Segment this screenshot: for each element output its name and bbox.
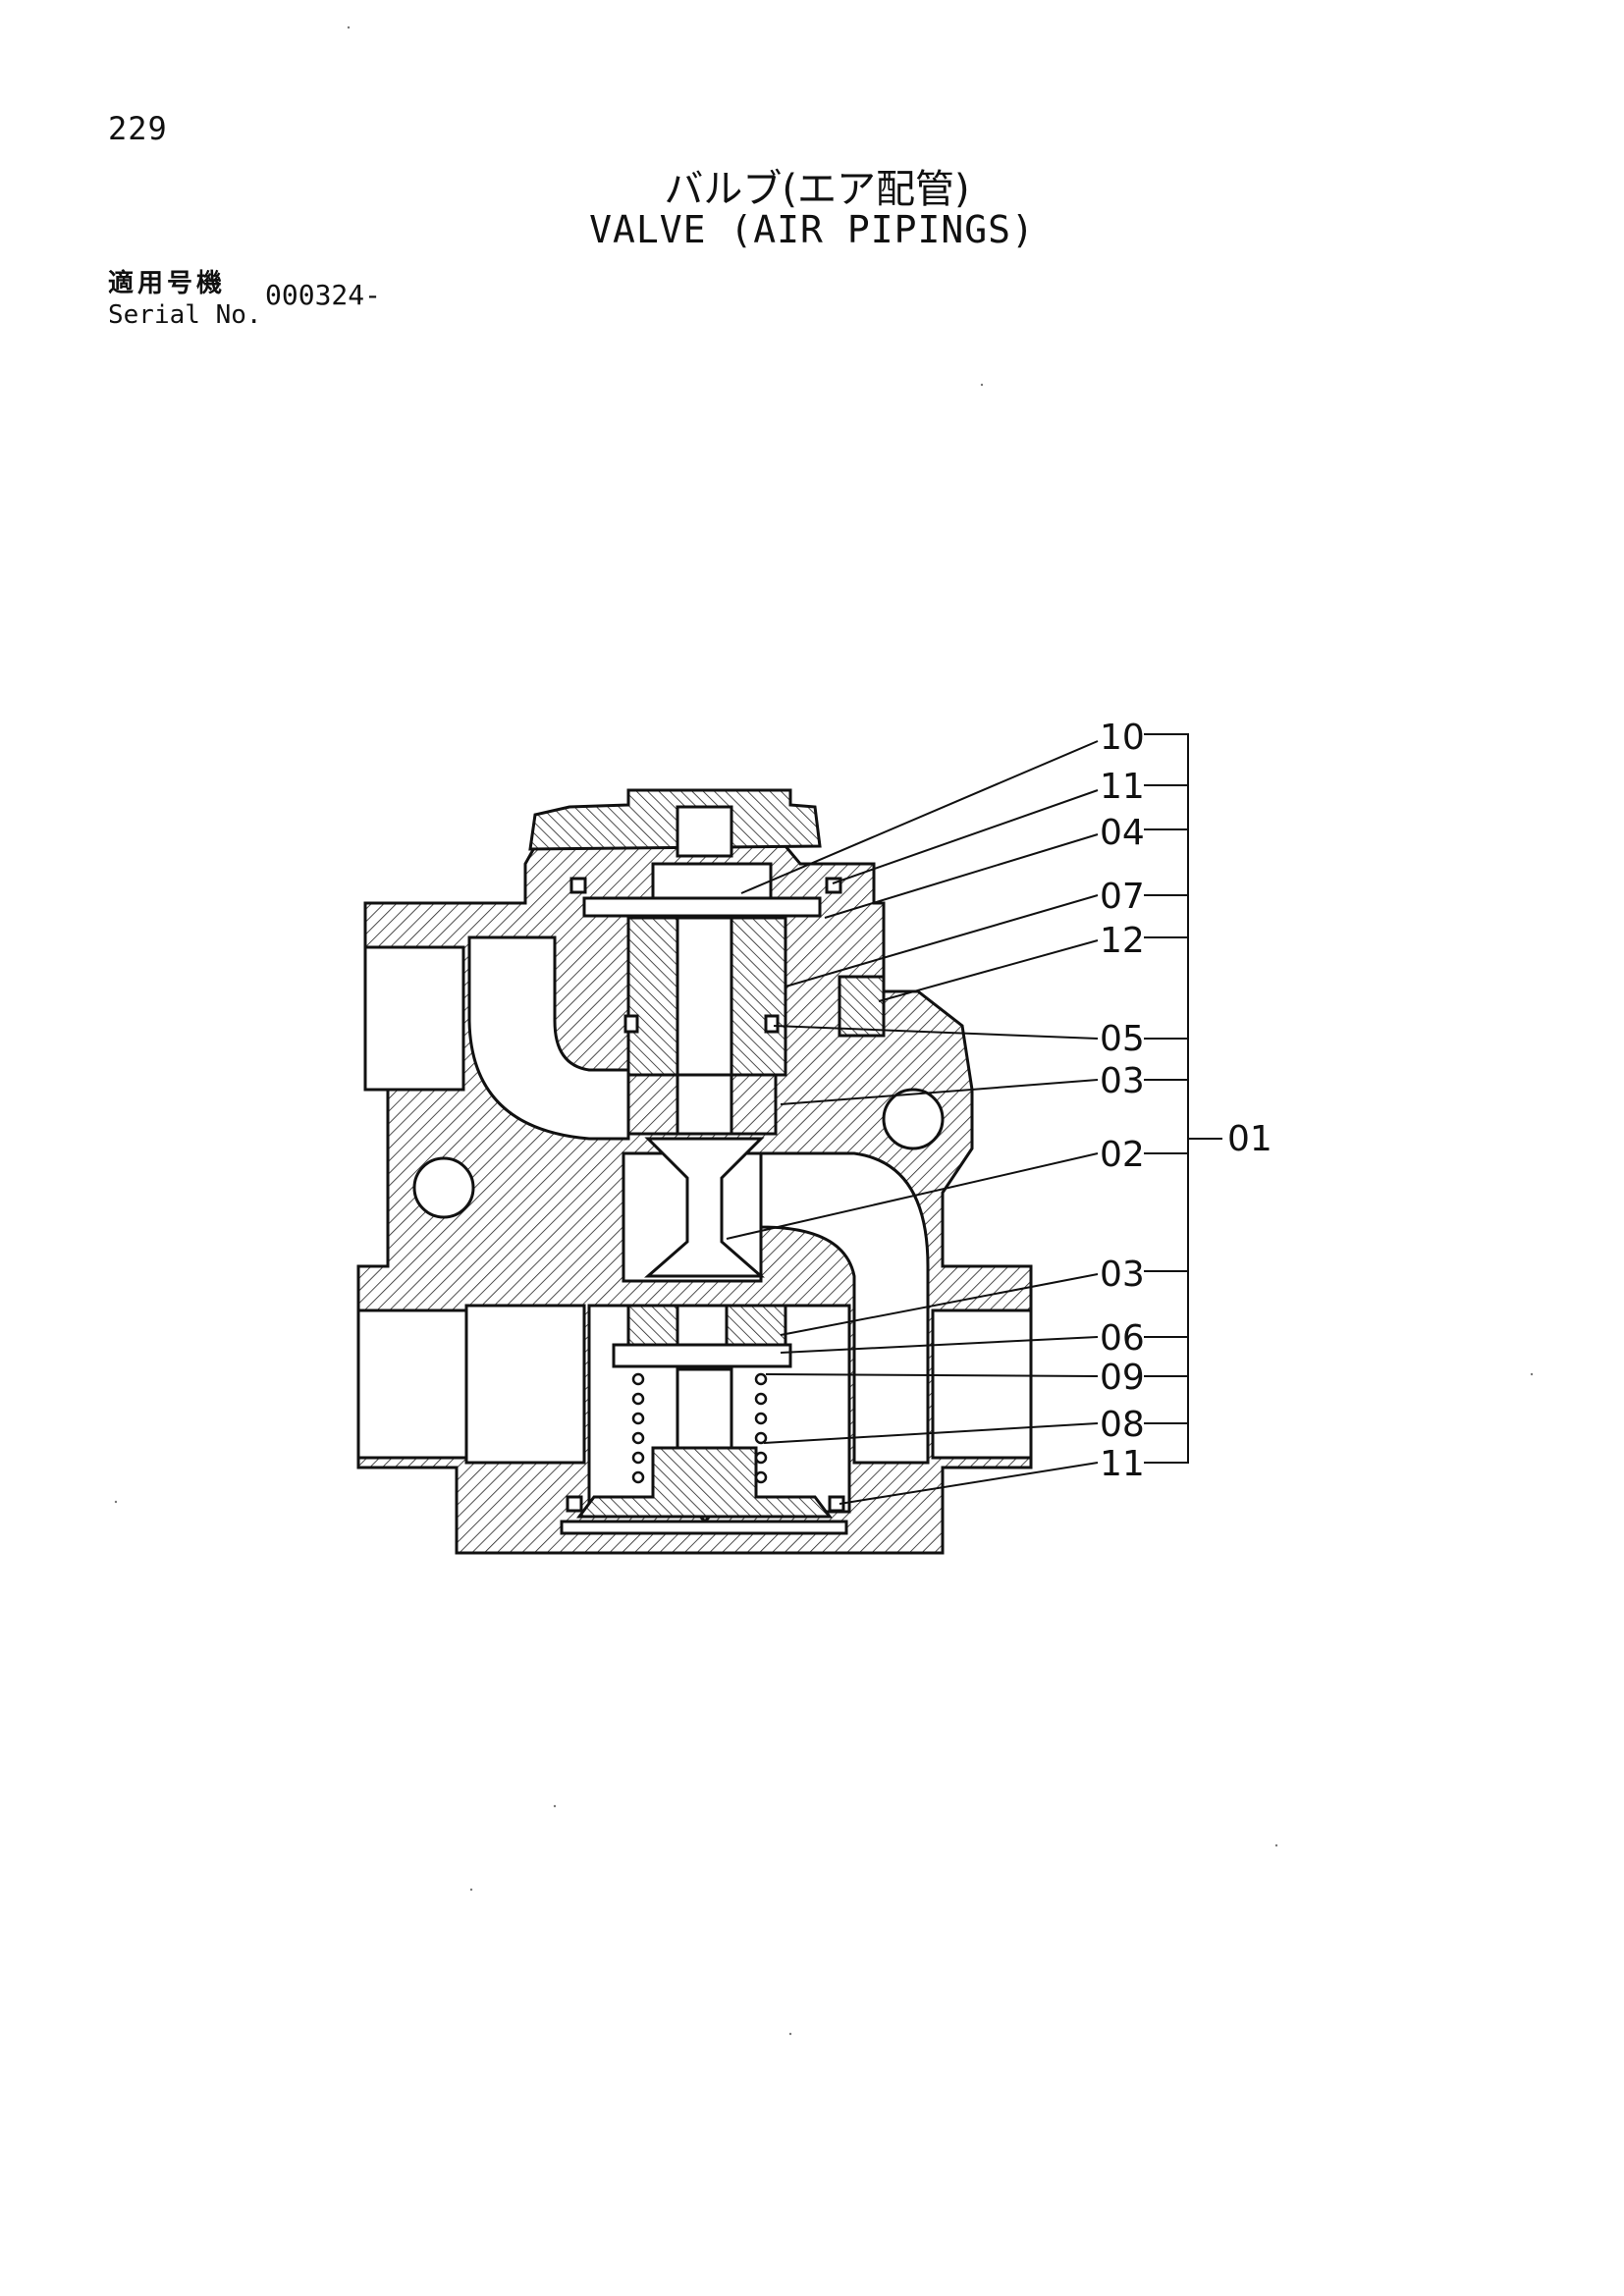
- callout-11-lower: 11: [1100, 1444, 1145, 1484]
- callout-01-assembly: 01: [1227, 1119, 1272, 1159]
- callout-02: 02: [1100, 1135, 1145, 1175]
- callout-09: 09: [1100, 1358, 1145, 1398]
- spring-coils: [631, 1372, 768, 1484]
- serial-label-japanese: 適用号機: [108, 269, 227, 298]
- serial-number-value: 000324-: [265, 279, 382, 311]
- callout-08: 08: [1100, 1405, 1145, 1445]
- callout-03-upper: 03: [1100, 1061, 1145, 1101]
- spool-assembly: [560, 877, 886, 1535]
- callout-05: 05: [1100, 1019, 1145, 1059]
- callout-10: 10: [1100, 718, 1145, 758]
- title-english: VALVE (AIR PIPINGS): [589, 208, 1035, 251]
- callout-06: 06: [1100, 1318, 1145, 1359]
- page-number: 229: [108, 110, 168, 147]
- callout-04: 04: [1100, 813, 1145, 853]
- scan-specks: [114, 26, 1534, 2036]
- leader-lines: [726, 733, 1222, 1505]
- serial-label-english: Serial No.: [108, 300, 262, 330]
- callout-labels: 10 11 04 07 12 05 03 02 03 06 09 08 11 0…: [1100, 718, 1272, 1484]
- callout-07: 07: [1100, 877, 1145, 917]
- callout-03-lower: 03: [1100, 1255, 1145, 1295]
- callout-12: 12: [1100, 921, 1145, 961]
- callout-11-upper: 11: [1100, 767, 1145, 807]
- title-japanese: バルブ(エア配管): [664, 167, 970, 212]
